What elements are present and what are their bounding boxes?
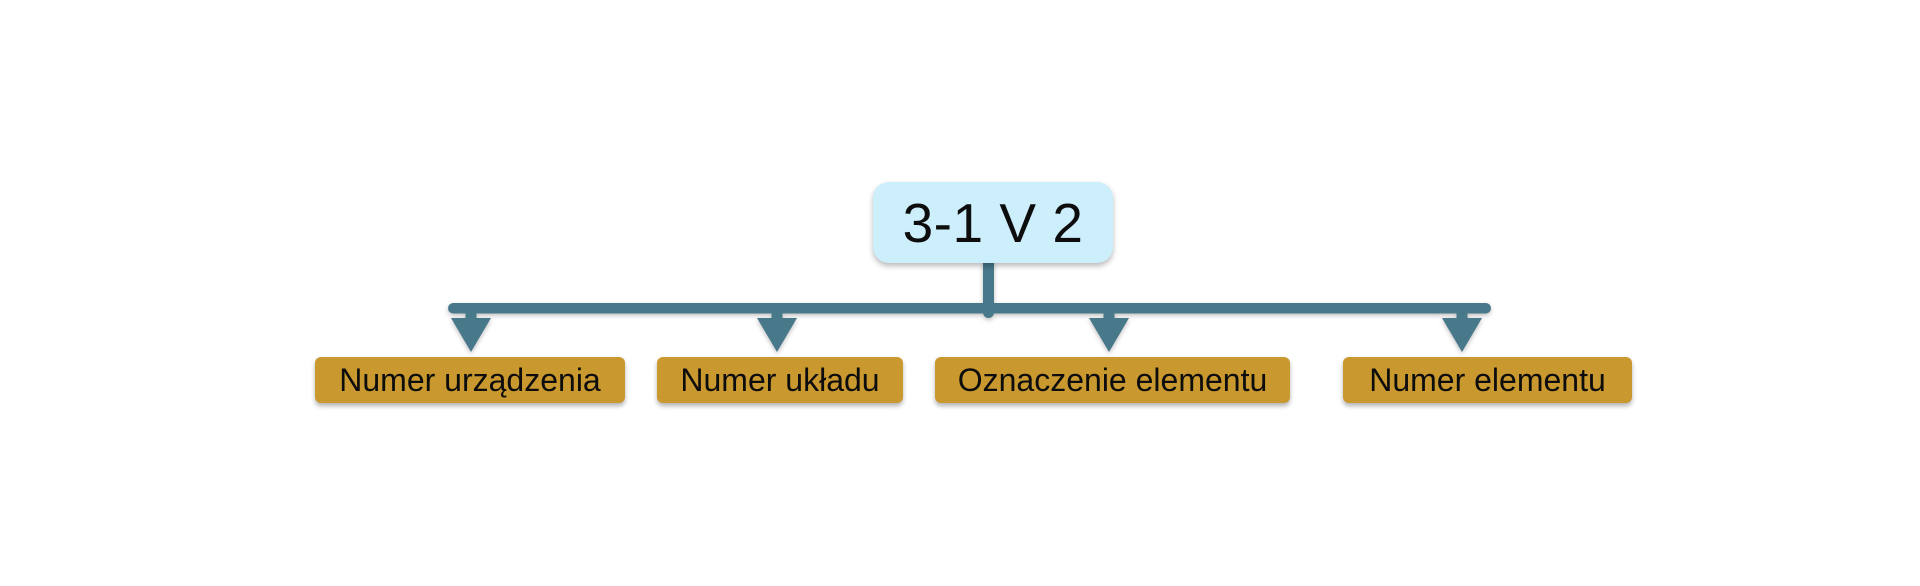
branch-label: Numer układu (680, 361, 880, 398)
arrow-down-icon (451, 308, 491, 352)
branch-line (448, 303, 1491, 314)
branch-label: Oznaczenie elementu (957, 361, 1268, 398)
branch-label: Numer urządzenia (339, 361, 601, 398)
root-node-label: 3-1 V 2 (902, 191, 1084, 254)
root-node: 3-1 V 2 (873, 182, 1113, 263)
branch-node-numer-ukladu: Numer układu (657, 357, 903, 403)
arrow-down-icon (757, 308, 797, 352)
arrow-down-icon (1089, 308, 1129, 352)
branch-label: Numer elementu (1369, 361, 1606, 398)
branch-node-numer-urzadzenia: Numer urządzenia (315, 357, 625, 403)
branch-node-numer-elementu: Numer elementu (1343, 357, 1632, 403)
branch-node-oznaczenie-elementu: Oznaczenie elementu (935, 357, 1290, 403)
arrow-down-icon (1442, 308, 1482, 352)
